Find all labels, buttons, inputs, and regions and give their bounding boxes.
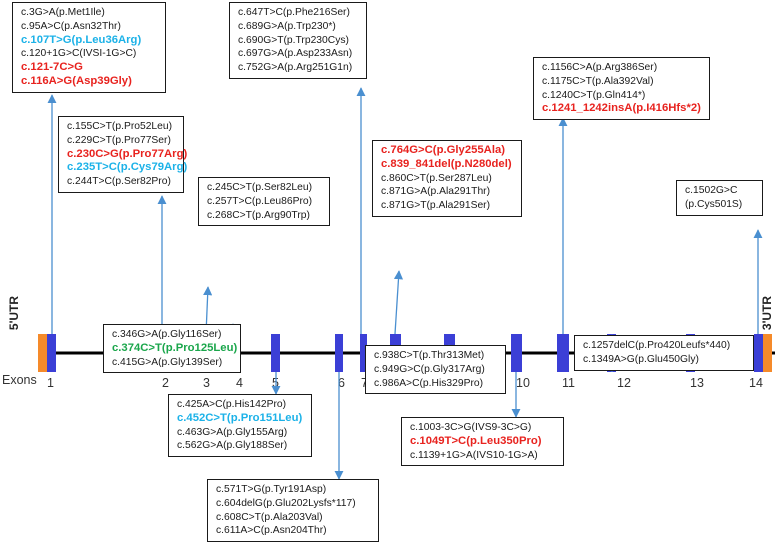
mutation-entry: c.871G>T(p.Ala291Ser) <box>381 200 491 212</box>
mutation-entry: c.571T>G(p.Tyr191Asp) <box>216 484 327 495</box>
exon-number-label: 13 <box>690 376 704 390</box>
utr5-block <box>38 334 47 372</box>
mutation-box-exon2: c.155C>T(p.Pro52Leu) c.229C>T(p.Pro77Ser)… <box>58 116 188 193</box>
mutation-box-exon3: c.245C>T(p.Ser82Leu) c.257T>C(p.Leu86Pro)… <box>198 177 330 227</box>
mutation-entry: c.3G>A(p.Met1Ile) <box>21 7 105 18</box>
mutation-entry: c.562G>A(p.Gly188Ser) <box>177 440 288 452</box>
exon-number-label: 11 <box>562 376 575 390</box>
mutation-entry: c.604delG(p.Glu202Lysfs*117) <box>216 497 356 509</box>
mutation-box-exon9: c.938C>T(p.Thr313Met) c.949G>C(p.Gly317Ar… <box>365 345 506 395</box>
mutation-entry: c.752G>A(p.Arg251G1n) <box>238 62 353 74</box>
mutation-entry: c.245C>T(p.Ser82Leu) <box>207 182 313 193</box>
mutation-entry: c.244T>C(p.Ser82Pro) <box>67 176 171 188</box>
mutation-entry: c.116A>G(Asp39Gly) <box>21 74 132 87</box>
exons-label: Exons <box>2 373 37 387</box>
mutation-entry: c.452C>T(p.Pro151Leu) <box>177 411 303 424</box>
mutation-entry: c.463G>A(p.Gly155Arg) <box>177 426 288 438</box>
mutation-entry: (p.Cys501S) <box>685 198 743 210</box>
mutation-entry: c.257T>C(p.Leu86Pro) <box>207 195 313 207</box>
mutation-box-exon10: c.1003-3C>G(IVS9-3C>G)c.1049T>C(p.Leu350… <box>401 417 564 467</box>
exon-number-label: 6 <box>338 376 345 390</box>
exon-number-label: 2 <box>162 376 169 390</box>
mutation-entry: c.107T>G(p.Leu36Arg) <box>21 33 142 46</box>
mutation-entry: c.1241_1242insA(p.I416Hfs*2) <box>542 102 701 115</box>
mutation-entry: c.1502G>C <box>685 185 738 196</box>
mutation-entry: c.374C>T(p.Pro125Leu) <box>112 341 238 354</box>
mutation-box-exon1: c.3G>A(p.Met1Ile) c.95A>C(p.Asn32Thr)c.10… <box>12 2 166 93</box>
mutation-box-exon14: c.1502G>C (p.Cys501S) <box>676 180 763 216</box>
mutation-entry: c.229C>T(p.Pro77Ser) <box>67 134 171 146</box>
mutation-entry: c.871G>A(p.Ala291Thr) <box>381 186 491 198</box>
mutation-entry: c.155C>T(p.Pro52Leu) <box>67 121 173 132</box>
mutation-entry: c.689G>A(p.Trp230*) <box>238 20 336 32</box>
mutation-entry: c.608C>T(p.Ala203Val) <box>216 511 323 523</box>
exon-block <box>271 334 280 372</box>
mutation-entry: c.764G>C(p.Gly255Ala) <box>381 144 506 156</box>
mutation-entry: c.938C>T(p.Thr313Met) <box>374 350 485 361</box>
mutation-box-exon8: c.764G>C(p.Gly255Ala)c.839_841del(p.N280… <box>372 140 522 217</box>
exon-block <box>47 334 56 372</box>
exon-number-label: 3 <box>203 376 210 390</box>
exon-block <box>335 334 343 372</box>
mutation-entry: c.120+1G>C(IVSI-1G>C) <box>21 48 137 60</box>
utr3-block <box>763 334 772 372</box>
mutation-entry: c.1349A>G(p.Glu450Gly) <box>583 353 699 365</box>
mutation-box-exon12: c.1257delC(p.Pro420Leufs*440) c.1349A>G(p… <box>574 335 754 371</box>
exon-block <box>754 334 763 372</box>
mutation-entry: c.697G>A(p.Asp233Asn) <box>238 48 353 60</box>
mutation-entry: c.1049T>C(p.Leu350Pro) <box>410 434 542 447</box>
exon-number-label: 14 <box>749 376 763 390</box>
mutation-box-exon4: c.346G>A(p.Gly116Ser)c.374C>T(p.Pro125Le… <box>103 324 241 374</box>
mutation-entry: c.860C>T(p.Ser287Leu) <box>381 172 492 184</box>
mutation-entry: c.121-7C>G <box>21 61 83 74</box>
mutation-entry: c.611A>C(p.Asn204Thr) <box>216 525 327 537</box>
mutation-entry: c.1139+1G>A(IVS10-1G>A) <box>410 449 538 461</box>
mutation-entry: c.95A>C(p.Asn32Thr) <box>21 20 121 32</box>
mutation-box-exon6: c.571T>G(p.Tyr191Asp) c.604delG(p.Glu202L… <box>207 479 379 543</box>
exon-number-label: 4 <box>236 376 243 390</box>
mutation-box-exon5: c.425A>C(p.His142Pro)c.452C>T(p.Pro151Le… <box>168 394 312 458</box>
mutation-entry: c.235T>C(p.Cys79Arg) <box>67 161 188 174</box>
exon-block <box>557 334 569 372</box>
mutation-entry: c.1003-3C>G(IVS9-3C>G) <box>410 422 532 433</box>
mutation-box-exon7: c.647T>C(p.Phe216Ser) c.689G>A(p.Trp230*)… <box>229 2 367 79</box>
mutation-entry: c.1175C>T(p.Ala392Val) <box>542 75 654 87</box>
exon-number-label: 1 <box>47 376 54 390</box>
exon-number-label: 12 <box>617 376 631 390</box>
exon-block <box>360 334 367 372</box>
mutation-entry: c.425A>C(p.His142Pro) <box>177 399 287 410</box>
mutation-entry: c.1156C>A(p.Arg386Ser) <box>542 62 658 73</box>
exon-number-label: 7 <box>361 376 368 390</box>
mutation-entry: c.647T>C(p.Phe216Ser) <box>238 7 350 18</box>
utr5-label: 5'UTR <box>7 295 21 331</box>
mutation-entry: c.986A>C(p.His329Pro) <box>374 377 484 389</box>
mutation-entry: c.690G>T(p.Trp230Cys) <box>238 34 349 46</box>
mutation-entry: c.230C>G(p.Pro77Arg) <box>67 147 188 160</box>
exon-block <box>511 334 522 372</box>
mutation-entry: c.949G>C(p.Gly317Arg) <box>374 363 485 375</box>
mutation-entry: c.839_841del(p.N280del) <box>381 157 512 170</box>
utr3-label: 3'UTR <box>760 295 774 331</box>
mutation-box-exon11: c.1156C>A(p.Arg386Ser) c.1175C>T(p.Ala392… <box>533 57 710 121</box>
mutation-entry: c.415G>A(p.Gly139Ser) <box>112 356 223 368</box>
exon-number-label: 10 <box>516 376 530 390</box>
mutation-entry: c.1240C>T(p.Gln414*) <box>542 89 646 101</box>
mutation-entry: c.346G>A(p.Gly116Ser) <box>112 329 222 340</box>
connector-arrow <box>393 270 404 335</box>
mutation-entry: c.1257delC(p.Pro420Leufs*440) <box>583 340 731 351</box>
mutation-entry: c.268C>T(p.Arg90Trp) <box>207 209 310 221</box>
